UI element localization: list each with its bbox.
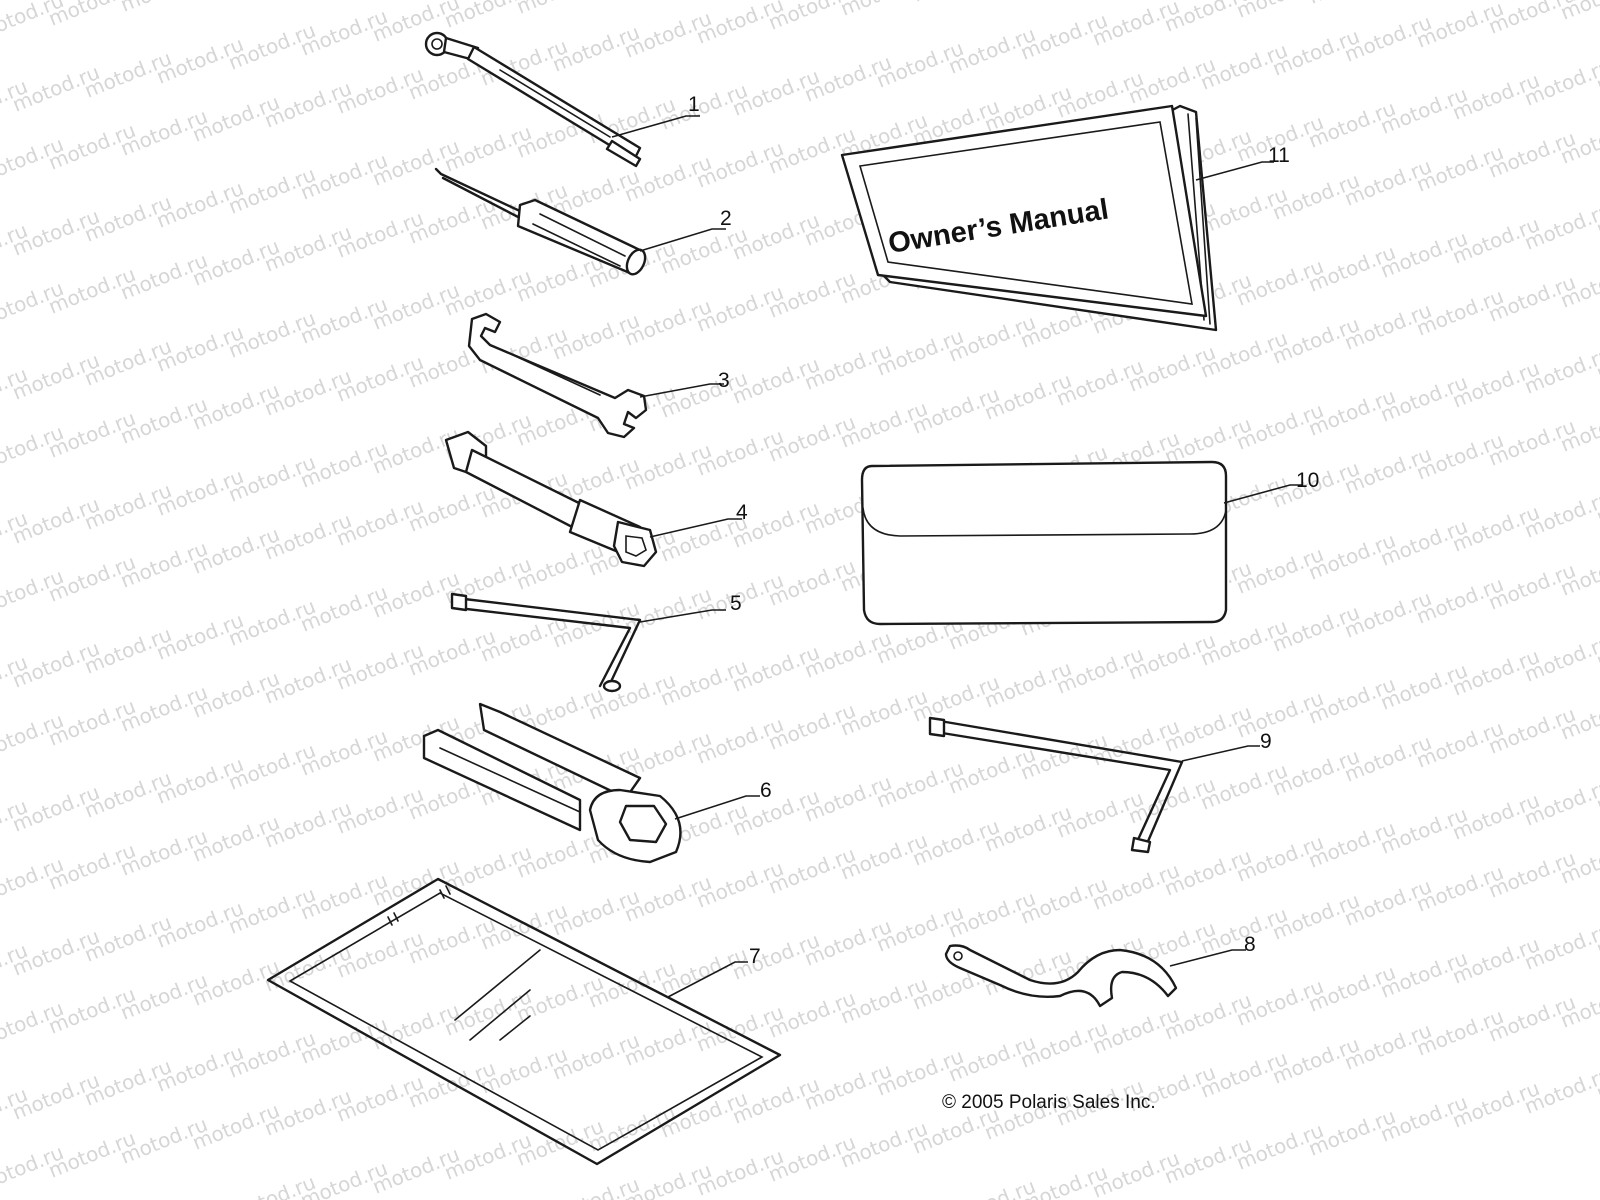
callout-5: 5	[730, 592, 742, 615]
part-3-wrench	[467, 312, 648, 439]
leader-4	[649, 518, 742, 538]
leader-6	[674, 795, 760, 820]
leader-10	[1223, 484, 1302, 504]
callout-7: 7	[749, 945, 761, 968]
callout-2: 2	[720, 207, 732, 230]
leader-3	[639, 383, 724, 398]
watermark-text: motod.ru	[585, 0, 679, 5]
callout-9: 9	[1260, 730, 1272, 753]
copyright-text: © 2005 Polaris Sales Inc.	[942, 1092, 1156, 1113]
callout-leaders	[611, 115, 1302, 998]
watermark-text: motod.ru	[1305, 0, 1399, 9]
leader-2	[639, 228, 726, 252]
part-9-hex-key-large	[928, 716, 1184, 854]
leader-1	[611, 115, 700, 138]
callout-1: 1	[688, 93, 700, 116]
leader-5	[639, 609, 726, 623]
part-2-screwdriver	[434, 167, 647, 276]
part-11-owners-manual: Owner’s Manual	[840, 104, 1218, 332]
callout-10: 10	[1296, 469, 1319, 492]
part-7-plastic-bag	[266, 877, 782, 1166]
part-8-spanner-wrench	[944, 944, 1178, 1008]
watermark-text: motod.ru	[189, 0, 283, 3]
part-5-hex-key-small	[450, 592, 642, 693]
callout-8: 8	[1244, 933, 1256, 956]
callout-3: 3	[718, 369, 730, 392]
part-10-tool-pouch	[860, 460, 1228, 626]
leader-9	[1181, 745, 1260, 762]
leader-8	[1169, 949, 1246, 967]
callout-6: 6	[760, 779, 772, 802]
part-1-pressure-gauge	[424, 31, 642, 168]
leader-11	[1195, 161, 1274, 181]
part-6-tool-holder	[422, 702, 682, 864]
callout-11: 11	[1268, 144, 1290, 167]
watermark-text: motod.ru	[909, 0, 1003, 7]
callout-numbers: 1 2 3 4 5 6 7 8 9 10 11	[688, 93, 1319, 968]
leader-7	[667, 961, 748, 998]
callout-4: 4	[736, 501, 748, 524]
watermark-text: motod.ru	[1557, 0, 1600, 25]
part-4-socket-wrench	[444, 430, 658, 568]
